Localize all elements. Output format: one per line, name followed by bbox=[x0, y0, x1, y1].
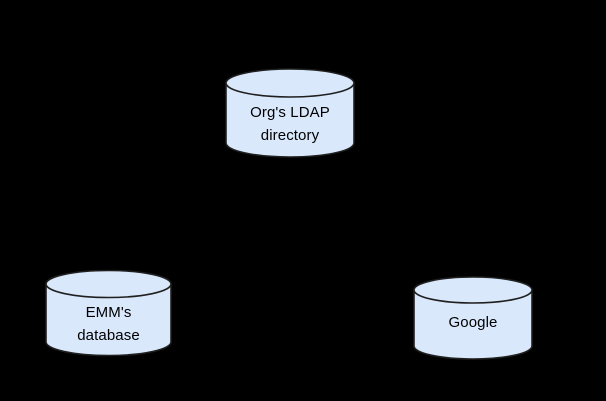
database-node-emm[interactable]: EMM's database bbox=[45, 269, 172, 357]
cylinder-shape-icon bbox=[45, 269, 172, 357]
database-node-google[interactable]: Google bbox=[413, 276, 533, 360]
database-node-ldap[interactable]: Org's LDAP directory bbox=[225, 68, 355, 158]
cylinder-shape-icon bbox=[413, 276, 533, 360]
cylinder-shape-icon bbox=[225, 68, 355, 158]
